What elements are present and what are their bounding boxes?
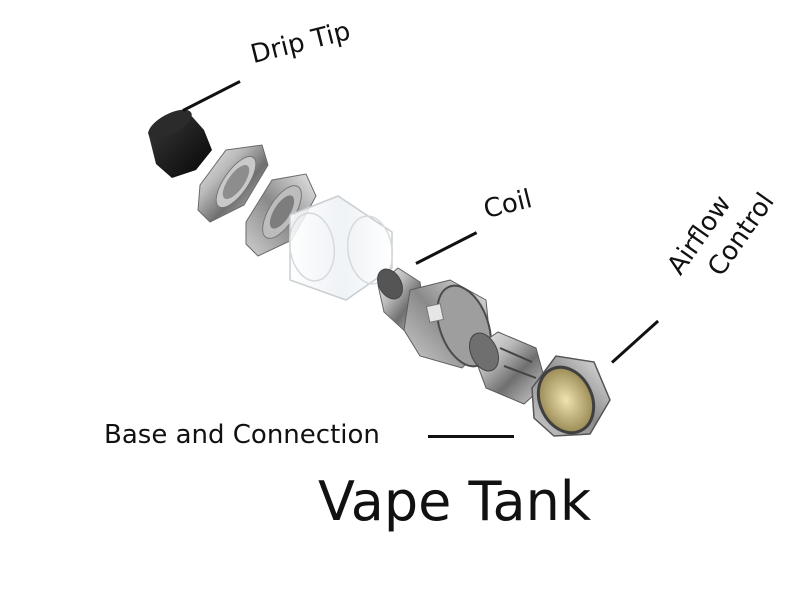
diagram-title: Vape Tank bbox=[318, 470, 592, 533]
base-connection-part bbox=[468, 331, 547, 405]
base-connection-label: Base and Connection bbox=[104, 420, 380, 450]
glass-tube-part bbox=[288, 195, 394, 301]
airflow-ring-part bbox=[531, 355, 611, 437]
top-cap-part bbox=[197, 144, 269, 223]
drip-tip-part bbox=[148, 109, 212, 178]
base-leader-line bbox=[428, 435, 514, 438]
